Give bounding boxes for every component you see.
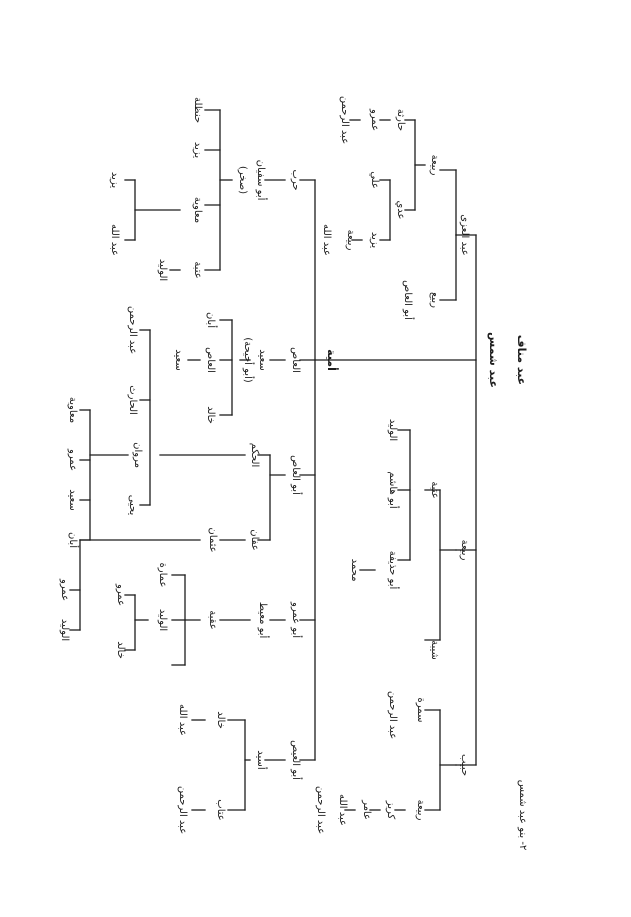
name-attab: عتاب <box>215 799 226 820</box>
name-yahya: يحيى <box>127 495 138 516</box>
name-said: سعيد <box>257 349 268 370</box>
name-amir: عامر <box>361 799 372 820</box>
name-amr-h: عمرو <box>369 108 380 131</box>
name-abu-al-as-rabi: أبو العاص <box>402 280 415 320</box>
name-adi: عدي <box>395 200 406 219</box>
name-muawiya-m: معاوية <box>67 397 78 423</box>
name-walid-u: الوليد <box>387 419 398 441</box>
name-amr-uq: عمرو <box>115 583 126 606</box>
name-rabia-hb: ربيعة <box>415 800 426 821</box>
name-abd-al-rahman-s: عبد الرحمن <box>387 691 398 739</box>
name-abd-allah-as: عبد الله <box>177 704 188 736</box>
name-shayba: شيبة <box>429 640 440 660</box>
name-abd-manaf: عبد مناف <box>515 335 528 385</box>
name-muhammad-u: محمد <box>349 559 360 582</box>
name-abu-sufyan: أبو سفيان <box>255 160 268 201</box>
name-khalid-uq: خالد <box>115 641 126 659</box>
name-as-s: العاص <box>205 347 216 373</box>
name-yazid-s: يزيد <box>192 142 203 159</box>
name-utba-s: عتبة <box>192 261 203 278</box>
name-abd-allah-m: عبد الله <box>109 224 120 256</box>
name-harb: حرب <box>290 169 301 190</box>
name-abu-hudhayfa: أبو حذيفة <box>387 551 400 590</box>
name-affan: عفان <box>249 529 260 550</box>
name-uhayha: (أبو أحيحة) <box>242 337 255 383</box>
name-abu-al-is: أبو العيص <box>290 740 303 780</box>
name-abd-al-rahman-as: عبد الرحمن <box>127 306 138 354</box>
name-abd-al-uzza: عبد العزى <box>459 214 470 255</box>
name-walid-uq: الوليد <box>157 609 168 631</box>
name-amr-m: عمرو <box>67 448 78 471</box>
name-hanzala: حنظلة <box>192 97 203 123</box>
name-rabi: ربيع <box>429 292 440 308</box>
name-abd-shams: عبد شمس <box>487 332 500 388</box>
name-rabia-middle: ربيعة <box>459 540 470 561</box>
name-said-s: سعيد <box>173 349 184 370</box>
name-asid: أسيد <box>255 750 268 770</box>
name-abu-muayt: أبو معيط <box>257 602 270 639</box>
name-uthman: عثمان <box>207 527 218 552</box>
tree-connector-lines <box>69 109 477 811</box>
name-aban-s: أبان <box>205 312 218 328</box>
name-marwan: مروان <box>132 442 143 468</box>
name-utba: عتبة <box>429 481 440 498</box>
name-khalid-a: خالد <box>215 711 226 729</box>
name-yazid-m: يزيد <box>109 172 120 189</box>
name-habib: حبيب <box>459 754 470 776</box>
name-abu-al-as: أبو العاص <box>290 455 303 495</box>
name-yazid-a: يزيد <box>369 232 380 249</box>
name-abd-allah-a: عبد الله <box>321 224 332 256</box>
name-ali: علي <box>369 171 380 189</box>
name-umara: عمارة <box>157 563 168 588</box>
name-samura: سمرة <box>415 698 426 723</box>
name-umayya: أمية <box>325 349 339 371</box>
name-muawiya: معاوية <box>192 197 203 223</box>
name-abu-amr: أبو عمرو <box>290 601 303 638</box>
name-abu-hashim: أبو هاشم <box>387 471 400 508</box>
name-abd-al-rahman-at: عبد الرحمن <box>177 786 188 834</box>
name-rabia-2: ربيعة <box>429 155 440 176</box>
name-harith: الحارث <box>127 385 138 415</box>
name-abd-allah-k: عبد الله <box>337 794 348 826</box>
person-names: ٢- بنو عبد شمس عبد مناف عبد شمس أمية حبي… <box>59 96 528 850</box>
name-sakhr: (صخر) <box>237 166 248 194</box>
caption: ٢- بنو عبد شمس <box>517 780 528 851</box>
name-hakam: الحكم <box>249 443 260 467</box>
name-amr-u: عمرو <box>59 578 70 601</box>
name-rabia-3: ربيعة <box>345 230 356 251</box>
name-said-m: سعيد <box>67 489 78 510</box>
name-aban-m: أبان <box>67 532 80 548</box>
name-abd-al-rahman-k: عبد الرحمن <box>315 786 326 834</box>
name-walid-ut: الوليد <box>59 619 70 641</box>
name-kurayz: كريز <box>385 800 396 820</box>
name-abd-al-rahman-h: عبد الرحمن <box>339 96 350 144</box>
name-uqba: عقبة <box>207 610 218 629</box>
name-as: العاص <box>290 347 301 373</box>
name-walid-s: الوليد <box>157 259 168 281</box>
name-haritha: حارثة <box>395 109 406 131</box>
name-khalid-s: خالد <box>205 406 216 424</box>
